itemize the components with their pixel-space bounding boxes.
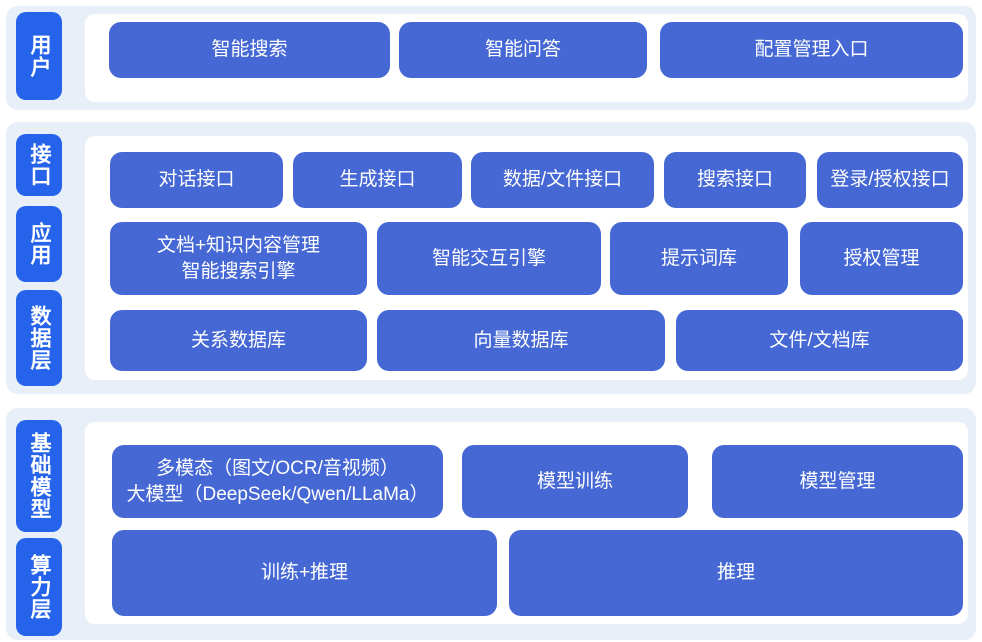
panel-middle: 对话接口 生成接口 数据/文件接口 搜索接口 登录/授权接口 文档+知识内容管理…	[85, 136, 968, 380]
layer-label-compute: 算力层	[16, 538, 62, 636]
box-dialog-api: 对话接口	[110, 152, 283, 208]
section-foundation-layers: 基础模型 算力层 多模态（图文/OCR/音视频） 大模型（DeepSeek/Qw…	[6, 408, 976, 640]
box-auth-management: 授权管理	[800, 222, 963, 295]
box-data-file-api: 数据/文件接口	[471, 152, 654, 208]
box-doc-knowledge-search-engine: 文档+知识内容管理 智能搜索引擎	[110, 222, 367, 295]
box-relational-db: 关系数据库	[110, 310, 367, 371]
layer-label-user: 用户	[16, 12, 62, 100]
section-middle-layers: 接口 应用 数据层 对话接口 生成接口 数据/文件接口 搜索接口 登录/授权接口…	[6, 122, 976, 394]
panel-foundation: 多模态（图文/OCR/音视频） 大模型（DeepSeek/Qwen/LLaMa）…	[85, 422, 968, 624]
layer-label-interface: 接口	[16, 134, 62, 196]
box-search-api: 搜索接口	[664, 152, 806, 208]
box-vector-db: 向量数据库	[377, 310, 665, 371]
box-prompt-library: 提示词库	[610, 222, 788, 295]
box-model-training: 模型训练	[462, 445, 688, 518]
box-login-auth-api: 登录/授权接口	[817, 152, 963, 208]
box-interaction-engine: 智能交互引擎	[377, 222, 601, 295]
layer-label-data: 数据层	[16, 290, 62, 386]
layer-label-application: 应用	[16, 206, 62, 282]
box-multimodal-llm: 多模态（图文/OCR/音视频） 大模型（DeepSeek/Qwen/LLaMa）	[112, 445, 443, 518]
box-training-plus-inference: 训练+推理	[112, 530, 497, 616]
box-inference: 推理	[509, 530, 963, 616]
box-generation-api: 生成接口	[293, 152, 462, 208]
box-file-doc-store: 文件/文档库	[676, 310, 963, 371]
box-smart-qa: 智能问答	[399, 22, 647, 78]
box-model-management: 模型管理	[712, 445, 963, 518]
box-config-management-entry: 配置管理入口	[660, 22, 963, 78]
layer-label-foundation-model: 基础模型	[16, 420, 62, 532]
section-user-layer: 用户 智能搜索 智能问答 配置管理入口	[6, 6, 976, 110]
box-smart-search: 智能搜索	[109, 22, 390, 78]
panel-user: 智能搜索 智能问答 配置管理入口	[85, 14, 968, 102]
